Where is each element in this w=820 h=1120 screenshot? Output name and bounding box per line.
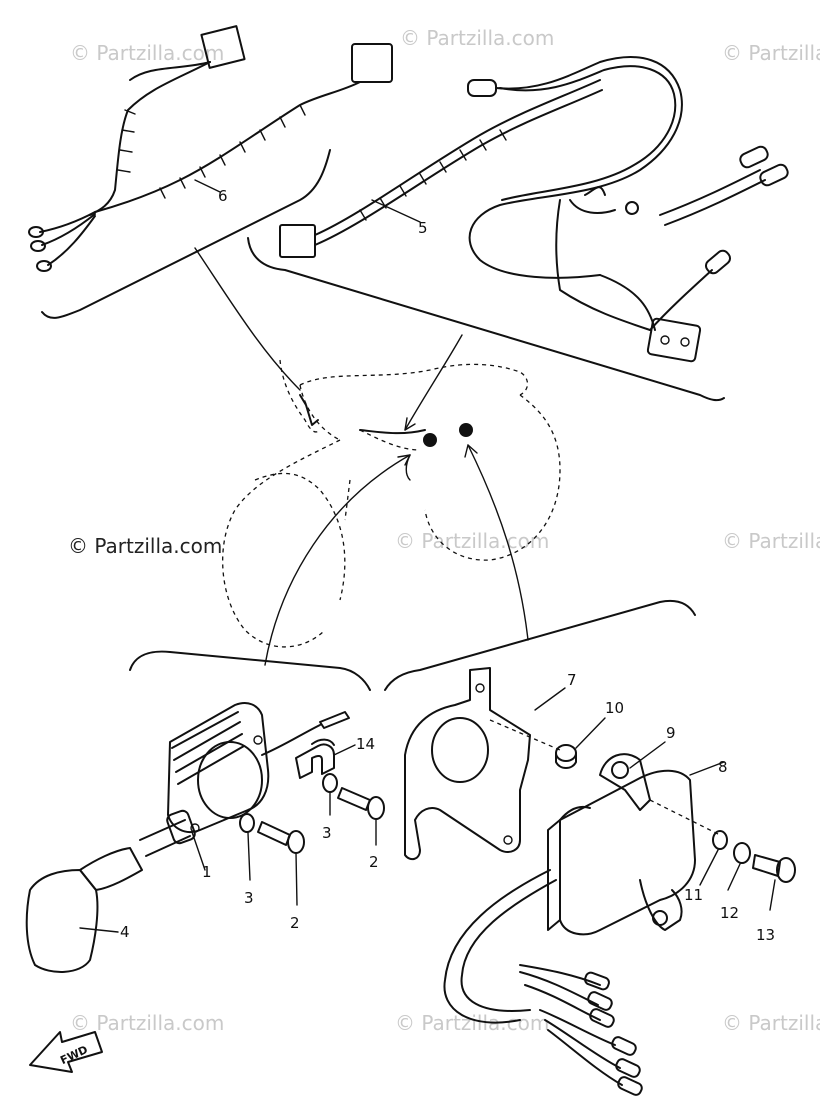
fwd-arrow-icon: FWD <box>29 1031 103 1073</box>
part-10-collar: 10 <box>555 699 624 769</box>
cdi-mount-dot <box>459 423 473 437</box>
callout-2-left: 2 <box>290 914 300 932</box>
watermark-top-center: © Partzilla.com <box>400 26 554 50</box>
part-4-plug-cap: 4 <box>25 847 143 973</box>
part-1-ignition-coil: 1 <box>167 702 350 881</box>
watermark-center: © Partzilla.com <box>395 529 549 553</box>
watermark-center-right: © Partzilla.com <box>722 529 820 553</box>
cdi-wire-leads <box>443 869 643 1096</box>
leader-cdi-to-bike <box>467 444 529 641</box>
watermark-top-left: © Partzilla.com <box>70 41 224 65</box>
callout-13: 13 <box>756 926 775 944</box>
coil-fasteners-left: 3 2 <box>239 813 305 932</box>
watermark-bottom-left: © Partzilla.com <box>70 1011 224 1035</box>
part-7-bracket: 7 <box>404 667 577 861</box>
callout-14: 14 <box>356 735 375 753</box>
high-tension-lead <box>139 819 191 857</box>
callout-3-right: 3 <box>322 824 332 842</box>
leader-coil-to-bike <box>264 454 411 666</box>
motorcycle-outline <box>222 359 561 648</box>
part-5-wire-harness: 5 <box>279 56 789 363</box>
callout-3-left: 3 <box>244 889 254 907</box>
callout-7: 7 <box>567 671 577 689</box>
bracket-cdi-group <box>384 600 696 691</box>
watermark-top-right: © Partzilla.com <box>722 41 820 65</box>
bracket-coil-group <box>129 650 371 691</box>
part-8-cdi-unit: 8 9 <box>547 724 728 936</box>
bracket-group-6 <box>41 149 331 319</box>
callout-9: 9 <box>666 724 676 742</box>
part-6-wire-harness: 6 <box>28 25 393 272</box>
watermark-center-left: © Partzilla.com <box>68 534 222 558</box>
callout-1: 1 <box>202 863 212 881</box>
leader-6-to-bike <box>194 247 301 391</box>
watermarks: © Partzilla.com © Partzilla.com © Partzi… <box>68 26 820 1035</box>
callout-8: 8 <box>718 758 728 776</box>
cdi-fasteners: 11 12 13 <box>649 799 796 944</box>
callout-2-right: 2 <box>369 853 379 871</box>
watermark-bottom-center: © Partzilla.com <box>395 1011 549 1035</box>
callout-4: 4 <box>120 923 130 941</box>
part-14-clamp: 14 <box>295 735 375 779</box>
bracket-group-5 <box>247 237 725 402</box>
coil-mount-dot <box>423 433 437 447</box>
coil-fasteners-right: 3 2 <box>322 773 385 871</box>
callout-10: 10 <box>605 699 624 717</box>
callout-12: 12 <box>720 904 739 922</box>
callout-5: 5 <box>418 219 428 237</box>
fwd-label: FWD <box>58 1043 90 1067</box>
watermark-bottom-right: © Partzilla.com <box>722 1011 820 1035</box>
leader-5-to-bike <box>404 334 463 431</box>
callout-6: 6 <box>218 187 228 205</box>
callout-11: 11 <box>684 886 703 904</box>
